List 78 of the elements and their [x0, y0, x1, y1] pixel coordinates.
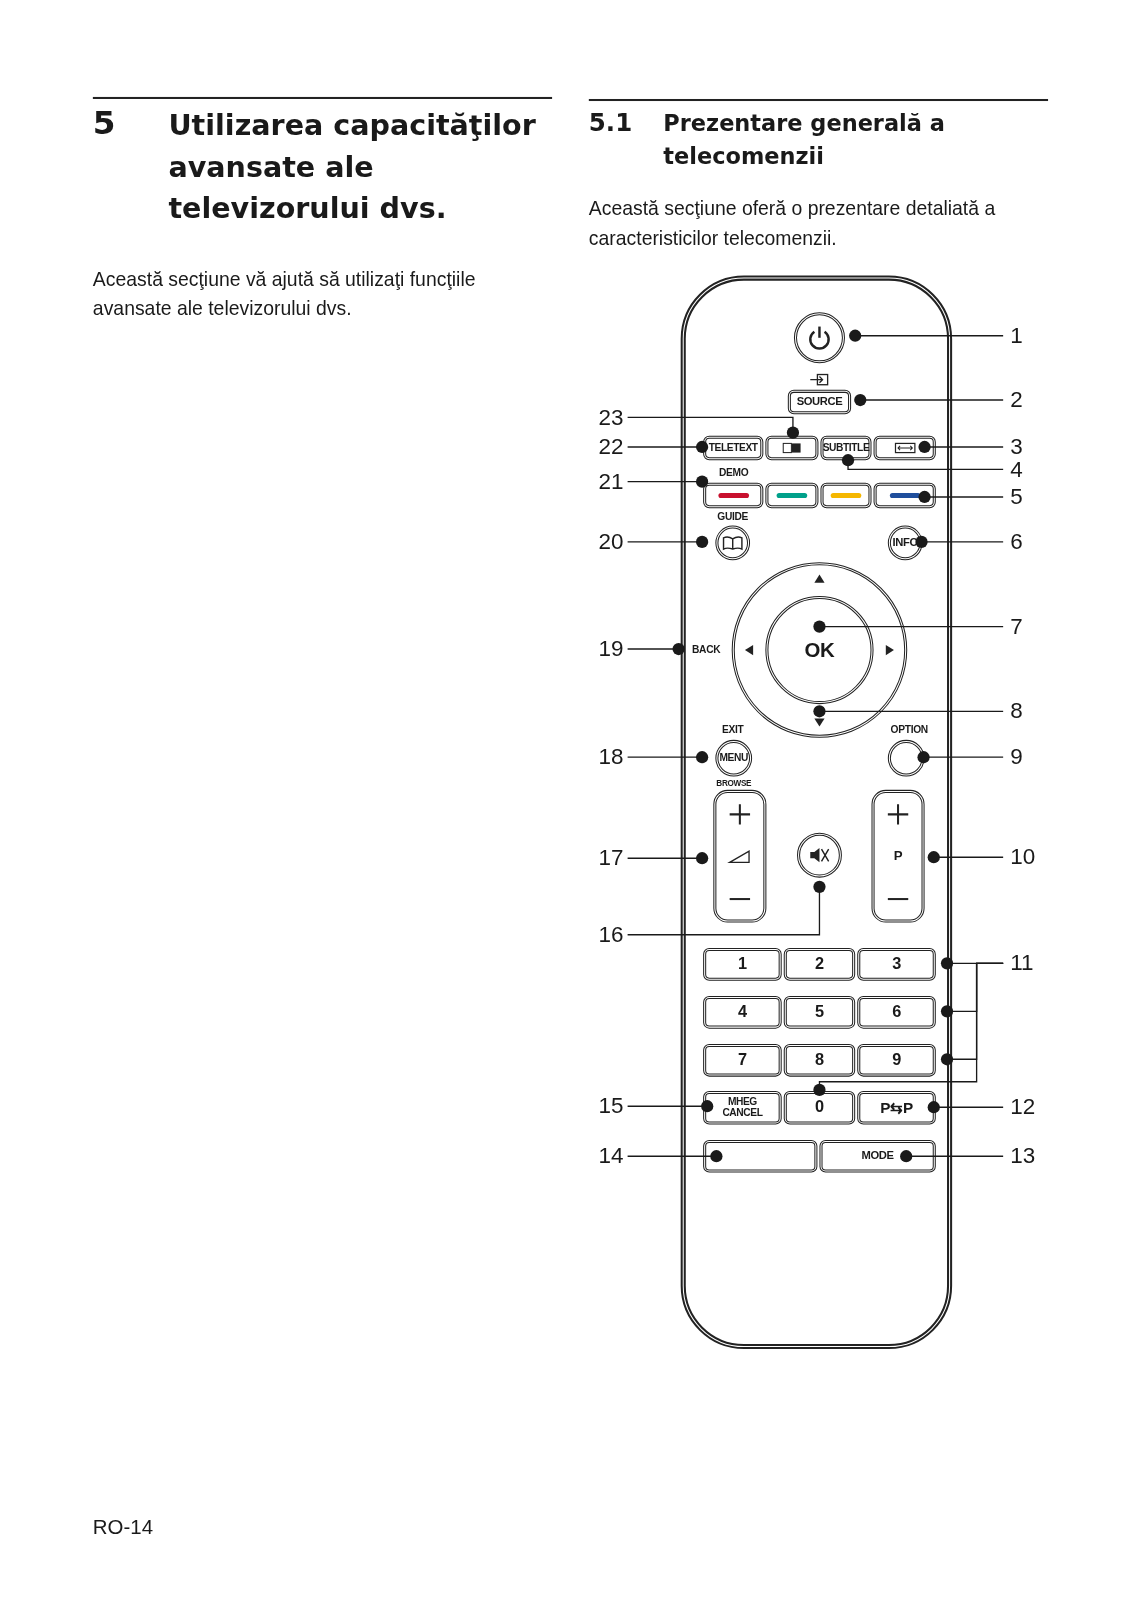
leader-line [918, 440, 1004, 454]
callout-number: 7 [1010, 613, 1045, 640]
section-heading: Utilizarea capacităţilor avansate ale televizorului dvs. [168, 107, 537, 228]
leader-line [849, 329, 1004, 342]
leader-line [918, 490, 1004, 504]
callout-number: 8 [1010, 698, 1045, 725]
leader-line [854, 393, 1004, 407]
number-key: 4 [703, 996, 782, 1029]
callout-number: 6 [1010, 528, 1045, 556]
leader-line [900, 1150, 1004, 1163]
mode-button: MODE [819, 1139, 936, 1173]
color-key [703, 482, 764, 509]
button-label: DEMO [719, 468, 749, 479]
teletext-button: TELETEXT [703, 435, 764, 461]
button-label: GUIDE [717, 512, 749, 523]
button-label: BROWSE [716, 779, 752, 789]
number-key: 2 [783, 948, 856, 981]
callout-number: 9 [1010, 743, 1045, 771]
callout-number: 21 [588, 468, 624, 495]
button-label: BACK [688, 641, 724, 659]
leader-line [841, 454, 1004, 471]
callout-number: 2 [1010, 386, 1045, 414]
leader-line [626, 440, 709, 454]
guide-button [715, 525, 751, 561]
color-key [873, 482, 936, 509]
callout-number: 17 [588, 844, 624, 872]
callout-number: 16 [588, 921, 624, 949]
callout-number: 12 [1010, 1094, 1045, 1121]
source-button: SOURCE [787, 389, 852, 415]
subsection-heading: Prezentare generală a telecomenzii [663, 109, 946, 172]
body-text: Această secţiune vă ajută să utilizaţi funcţiile avansate ale televizorului dvs. [92, 267, 477, 322]
leader-line [626, 475, 709, 488]
number-key: 9 [857, 1043, 936, 1077]
leader-line [927, 851, 1004, 864]
callout-number: 15 [588, 1092, 624, 1120]
callout-number: 18 [588, 743, 624, 771]
leader-line [626, 1150, 723, 1163]
callout-number: 22 [588, 433, 624, 461]
callout-number: 11 [1010, 950, 1045, 977]
number-key: 1 [703, 948, 782, 981]
remote-control-body [680, 275, 953, 1350]
button-label: OPTION [890, 725, 928, 737]
button-label: EXIT [722, 725, 744, 737]
leader-line [626, 642, 685, 656]
leader-line [813, 962, 1004, 1096]
leader-line [813, 705, 1004, 718]
leader-line [927, 1101, 1004, 1114]
number-key: 0 [783, 1090, 856, 1125]
callout-number: 20 [588, 528, 624, 556]
color-key [820, 482, 872, 509]
leader-line [626, 1100, 714, 1113]
mheg-cancel-button: MHEG CANCEL [703, 1090, 782, 1125]
volume-rocker [713, 789, 767, 923]
page-number: RO-14 [92, 1514, 154, 1540]
light-button [703, 1139, 818, 1173]
callout-number: 14 [588, 1142, 624, 1170]
callout-number: 5 [1010, 483, 1045, 511]
subtitle-button: SUBTITLE [820, 435, 872, 461]
callout-number: 23 [588, 404, 624, 431]
callout-number: 19 [588, 635, 624, 663]
leader-line [626, 416, 800, 439]
body-text: Această secţiune oferă o prezentare detaliată a caracteristicilor telecomenzii. [588, 197, 997, 251]
section-number: 5 [92, 102, 117, 143]
dual-screen-button [765, 435, 819, 461]
subsection-number: 5.1 [588, 107, 634, 139]
callout-number: 10 [1010, 843, 1045, 871]
leader-line [917, 751, 1004, 764]
leader-line [626, 751, 709, 764]
leader-line [626, 535, 709, 548]
leader-line [915, 535, 1004, 548]
number-key: 6 [857, 996, 936, 1029]
number-key: 5 [783, 996, 856, 1029]
leader-line [626, 880, 826, 936]
callout-number: 13 [1010, 1142, 1045, 1170]
leader-line [813, 620, 1004, 633]
callout-number: 1 [1010, 322, 1045, 349]
leader-line [626, 852, 709, 865]
channel-rocker: P [871, 789, 925, 923]
